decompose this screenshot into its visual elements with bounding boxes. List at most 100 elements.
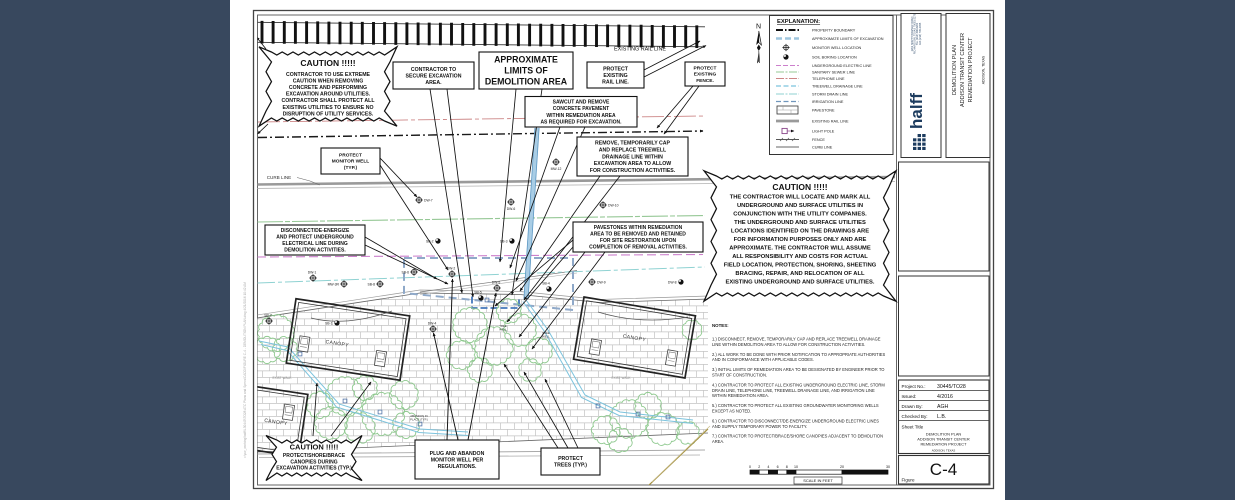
svg-text:CURB LINE: CURB LINE bbox=[812, 146, 833, 150]
svg-text:UNDERGROUND ELECTRIC LINE: UNDERGROUND ELECTRIC LINE bbox=[812, 64, 872, 68]
svg-text:DW-4: DW-4 bbox=[428, 322, 437, 326]
svg-text:SECURE EXCAVATION: SECURE EXCAVATION bbox=[406, 73, 462, 79]
svg-text:DW-8: DW-8 bbox=[668, 281, 677, 285]
svg-text:APPROXIMATE. THE CONTRACTOR W: APPROXIMATE. THE CONTRACTOR WILL ASSUME bbox=[729, 246, 871, 252]
svg-text:Project No.:: Project No.: bbox=[902, 384, 926, 389]
svg-text:CANOPIES DURING: CANOPIES DURING bbox=[290, 459, 337, 465]
svg-text:CANOPY: CANOPY bbox=[264, 418, 288, 427]
svg-text:6: 6 bbox=[777, 465, 779, 469]
svg-text:EXISTING RAIL LINE: EXISTING RAIL LINE bbox=[614, 47, 666, 53]
svg-text:0: 0 bbox=[749, 465, 751, 469]
svg-text:AREA.: AREA. bbox=[712, 439, 724, 444]
svg-text:DW-2: DW-2 bbox=[447, 267, 456, 271]
svg-text:SOIL BORING LOCATION: SOIL BORING LOCATION bbox=[812, 56, 857, 60]
svg-text:AGH: AGH bbox=[937, 404, 948, 410]
svg-text:DRAIN LINE, TELEPHONE LINE, TR: DRAIN LINE, TELEPHONE LINE, TREEWELL DRA… bbox=[712, 388, 875, 393]
svg-text:CANOPY: CANOPY bbox=[325, 339, 349, 348]
svg-text:THE CONTRACTOR WILL LOCATE AND: THE CONTRACTOR WILL LOCATE AND MARK ALL bbox=[730, 195, 871, 201]
svg-text:2.) ALL WORK TO BE DONE WITH: 2.) ALL WORK TO BE DONE WITH PRIOR NOTIF… bbox=[712, 352, 885, 357]
svg-text:L.B.: L.B. bbox=[937, 414, 946, 420]
svg-text:SB-8: SB-8 bbox=[367, 283, 375, 287]
svg-text:AREA.: AREA. bbox=[425, 80, 442, 86]
svg-text:EXISTING: EXISTING bbox=[603, 73, 627, 79]
svg-text:Issued:: Issued: bbox=[902, 394, 917, 399]
svg-text:ADDISON, TEXAS: ADDISON, TEXAS bbox=[932, 449, 956, 453]
svg-text:WELL: WELL bbox=[542, 335, 550, 339]
svg-text:C-4: C-4 bbox=[930, 460, 957, 479]
svg-text:30: 30 bbox=[886, 465, 890, 469]
svg-text:RAIL LINE.: RAIL LINE. bbox=[602, 79, 629, 85]
svg-text:SANITARY SEWER LINE: SANITARY SEWER LINE bbox=[812, 71, 856, 75]
svg-text:MONITOR WELL LOCATION: MONITOR WELL LOCATION bbox=[812, 46, 862, 50]
svg-text:SB-7: SB-7 bbox=[264, 314, 272, 318]
svg-text:FENCE: FENCE bbox=[812, 138, 825, 142]
svg-text:DRAINAGE LINE WITHIN: DRAINAGE LINE WITHIN bbox=[602, 154, 663, 160]
svg-text:DISCONNECT/DE-ENERGIZE: DISCONNECT/DE-ENERGIZE bbox=[281, 228, 350, 234]
svg-text:PROTECT/SHORE/BRACE: PROTECT/SHORE/BRACE bbox=[283, 453, 346, 459]
svg-text:LIGHT POLE: LIGHT POLE bbox=[812, 130, 835, 134]
svg-text:SB-3: SB-3 bbox=[500, 240, 508, 244]
svg-text:PAVESTONE: PAVESTONE bbox=[812, 109, 835, 113]
svg-text:IRRIGATION LINE: IRRIGATION LINE bbox=[812, 100, 844, 104]
svg-text:FOR CONSTRUCTION ACTIVITIES.: FOR CONSTRUCTION ACTIVITIES. bbox=[590, 168, 676, 174]
svg-text:LINE WITHIN DEMOLITION AREA TO: LINE WITHIN DEMOLITION AREA TO ALLOW FOR… bbox=[712, 342, 865, 347]
svg-text:SB-2: SB-2 bbox=[426, 240, 434, 244]
svg-text:RICHARDSON, TEXAS 75081-2275: RICHARDSON, TEXAS 75081-2275 bbox=[914, 13, 917, 54]
svg-text:WELL: WELL bbox=[499, 328, 507, 332]
svg-text:AND REPLACE TREEWELL: AND REPLACE TREEWELL bbox=[599, 147, 667, 153]
svg-text:30445/TO28: 30445/TO28 bbox=[937, 384, 966, 390]
svg-text:TEL (214) 346-6200: TEL (214) 346-6200 bbox=[916, 22, 919, 45]
svg-text:NOTES:: NOTES: bbox=[712, 323, 729, 328]
svg-text:EXISTING: EXISTING bbox=[694, 72, 717, 78]
svg-text:FIELD LOCATION, PROTECTION, SH: FIELD LOCATION, PROTECTION, SHORING, SHE… bbox=[724, 263, 877, 269]
svg-text:SB-6: SB-6 bbox=[401, 271, 409, 275]
svg-text:MONITOR WELL: MONITOR WELL bbox=[332, 159, 370, 165]
svg-text:AS REQUIRED FOR EXCAVATION.: AS REQUIRED FOR EXCAVATION. bbox=[540, 119, 622, 125]
svg-text:Sheet Title: Sheet Title bbox=[902, 425, 924, 430]
svg-text:EXCAVATION AROUND UTILITIES.: EXCAVATION AROUND UTILITIES. bbox=[286, 92, 371, 98]
svg-text:UNDERGROUND AND SURFACE UTILIT: UNDERGROUND AND SURFACE UTILITIES IN bbox=[737, 203, 863, 209]
svg-text:MONITOR WELL PER: MONITOR WELL PER bbox=[431, 457, 484, 463]
svg-text:halff: halff bbox=[907, 93, 926, 129]
svg-text:2: 2 bbox=[758, 465, 760, 469]
svg-text:PROTECT: PROTECT bbox=[558, 456, 584, 462]
svg-text:Checked By:: Checked By: bbox=[902, 414, 928, 419]
svg-text:DW-6: DW-6 bbox=[507, 207, 516, 211]
svg-text:REMOVE, TEMPORARILY CAP: REMOVE, TEMPORARILY CAP bbox=[595, 141, 670, 147]
svg-text:CAUTION WHEN REMOVING: CAUTION WHEN REMOVING bbox=[293, 79, 364, 85]
svg-text:DW-7: DW-7 bbox=[424, 199, 433, 203]
svg-text:CURB LINE: CURB LINE bbox=[267, 175, 292, 180]
svg-text:FOR INFORMATION PURPOSES ONLY: FOR INFORMATION PURPOSES ONLY AND ARE bbox=[734, 237, 867, 243]
svg-text:WITHIN REMEDIATION AREA: WITHIN REMEDIATION AREA bbox=[546, 113, 616, 119]
svg-text:TREE: TREE bbox=[542, 331, 550, 335]
svg-text:EXPLANATION:: EXPLANATION: bbox=[777, 19, 820, 25]
svg-text:EXISTING UTILITIES TO ENSURE N: EXISTING UTILITIES TO ENSURE NO bbox=[283, 105, 374, 111]
svg-text:Drawn By:: Drawn By: bbox=[902, 404, 923, 409]
svg-text:CAUTION !!!!!: CAUTION !!!!! bbox=[300, 58, 355, 68]
svg-text:MW-12: MW-12 bbox=[551, 167, 562, 171]
svg-text:CONTRACTOR TO: CONTRACTOR TO bbox=[411, 67, 456, 73]
svg-text:MW-3R: MW-3R bbox=[328, 283, 340, 287]
svg-text:DW-10: DW-10 bbox=[608, 204, 619, 208]
svg-text:APPROXIMATE LIMITS OF EXCAVATI: APPROXIMATE LIMITS OF EXCAVATION bbox=[812, 37, 884, 41]
svg-text:DEMOLITION PLAN: DEMOLITION PLAN bbox=[952, 45, 958, 95]
svg-text:DEMOLITION ACTIVITIES.: DEMOLITION ACTIVITIES. bbox=[284, 248, 346, 254]
svg-text:ELECTRICAL LINE DURING: ELECTRICAL LINE DURING bbox=[282, 241, 348, 247]
svg-text:CANOPY: CANOPY bbox=[622, 334, 646, 344]
svg-text:TELEPHONE LINE: TELEPHONE LINE bbox=[812, 77, 845, 81]
svg-text:PLUG AND ABANDON: PLUG AND ABANDON bbox=[430, 451, 485, 457]
svg-text:4.) CONTRACTOR TO PROTECT ALL: 4.) CONTRACTOR TO PROTECT ALL EXISTING U… bbox=[712, 382, 885, 387]
svg-text:ADDISON TRANSIT CENTER: ADDISON TRANSIT CENTER bbox=[960, 33, 966, 107]
svg-text:DISRUPTION OF UTILITY SERVICES: DISRUPTION OF UTILITY SERVICES. bbox=[283, 111, 374, 117]
svg-text:ADDISON, TEXAS: ADDISON, TEXAS bbox=[982, 55, 986, 84]
svg-text:EXISTING RAIL LINE: EXISTING RAIL LINE bbox=[812, 120, 849, 124]
svg-text:AREA TO BE REMOVED AND RETAINE: AREA TO BE REMOVED AND RETAINED bbox=[590, 231, 686, 237]
svg-text:ALL RESPONSIBILITY AND COSTS F: ALL RESPONSIBILITY AND COSTS FOR ACTUAL bbox=[732, 254, 868, 260]
svg-text:1201 NORTH BOWSER ROAD: 1201 NORTH BOWSER ROAD bbox=[911, 16, 914, 51]
svg-text:CONCRETE AND PERFORMING: CONCRETE AND PERFORMING bbox=[289, 85, 367, 91]
svg-text:6.) CONTRACTOR TO DISCONNECT/: 6.) CONTRACTOR TO DISCONNECT/DE-ENERGIZE… bbox=[712, 418, 879, 423]
svg-text:AND SUPPLY TEMPORARY POWER TO: AND SUPPLY TEMPORARY POWER TO FACILITY. bbox=[712, 424, 807, 429]
svg-text:CONCRETE PAVEMENT: CONCRETE PAVEMENT bbox=[553, 106, 609, 112]
svg-text:LOCATIONS IDENTIFIED ON THE DR: LOCATIONS IDENTIFIED ON THE DRAWINGS ARE bbox=[731, 229, 869, 235]
svg-text:CONTRACTOR TO USE EXTREME: CONTRACTOR TO USE EXTREME bbox=[286, 72, 371, 78]
